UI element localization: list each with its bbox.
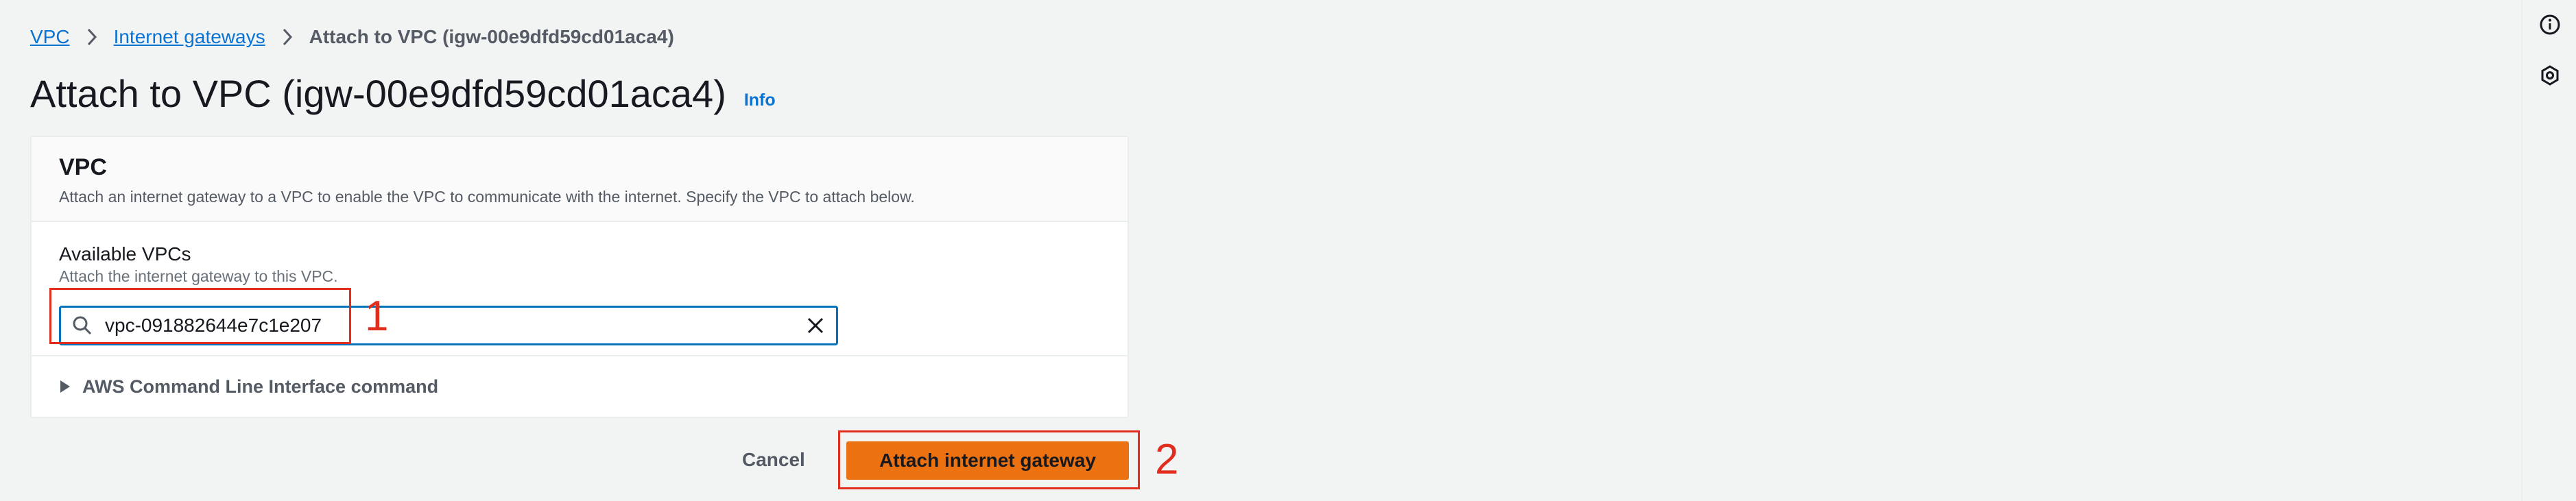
cli-expander-label: AWS Command Line Interface command bbox=[82, 376, 439, 397]
annotation-number-1: 1 bbox=[365, 293, 389, 340]
page-header: Attach to VPC (igw-00e9dfd59cd01aca4) In… bbox=[30, 67, 776, 119]
info-panel-button[interactable] bbox=[2536, 11, 2564, 38]
field-description: Attach the internet gateway to this VPC. bbox=[59, 267, 338, 285]
breadcrumb-internet-gateways-link[interactable]: Internet gateways bbox=[113, 26, 265, 47]
page-title: Attach to VPC (igw-00e9dfd59cd01aca4) bbox=[30, 71, 726, 115]
search-icon bbox=[72, 315, 93, 336]
breadcrumb-vpc-link[interactable]: VPC bbox=[30, 26, 70, 47]
available-vpcs-field: Available VPCs Attach the internet gatew… bbox=[32, 222, 1128, 356]
info-icon bbox=[2539, 14, 2561, 36]
close-icon[interactable] bbox=[806, 316, 825, 335]
field-label: Available VPCs bbox=[59, 243, 191, 265]
attach-internet-gateway-button[interactable]: Attach internet gateway bbox=[846, 441, 1129, 480]
caret-right-icon bbox=[59, 380, 71, 393]
breadcrumb: VPC Internet gateways Attach to VPC (igw… bbox=[30, 23, 674, 51]
hexagon-settings-icon bbox=[2539, 64, 2561, 86]
vpc-container: VPC Attach an internet gateway to a VPC … bbox=[30, 136, 1129, 418]
container-header: VPC Attach an internet gateway to a VPC … bbox=[32, 137, 1128, 222]
settings-panel-button[interactable] bbox=[2536, 62, 2564, 89]
container-title: VPC bbox=[59, 154, 107, 180]
cli-command-expander[interactable]: AWS Command Line Interface command bbox=[32, 356, 1128, 417]
container-description: Attach an internet gateway to a VPC to e… bbox=[59, 188, 915, 206]
annotation-box-2 bbox=[838, 430, 1140, 489]
chevron-right-icon bbox=[282, 28, 293, 46]
info-link[interactable]: Info bbox=[743, 90, 776, 110]
annotation-box-1 bbox=[49, 288, 351, 344]
cancel-button[interactable]: Cancel bbox=[742, 449, 805, 470]
breadcrumb-current: Attach to VPC (igw-00e9dfd59cd01aca4) bbox=[309, 26, 674, 47]
chevron-right-icon bbox=[86, 28, 97, 46]
vpc-search-input[interactable] bbox=[105, 315, 763, 337]
side-panel-divider bbox=[2521, 0, 2523, 501]
annotation-number-2: 2 bbox=[1155, 436, 1179, 483]
vpc-search-box[interactable] bbox=[59, 306, 838, 345]
